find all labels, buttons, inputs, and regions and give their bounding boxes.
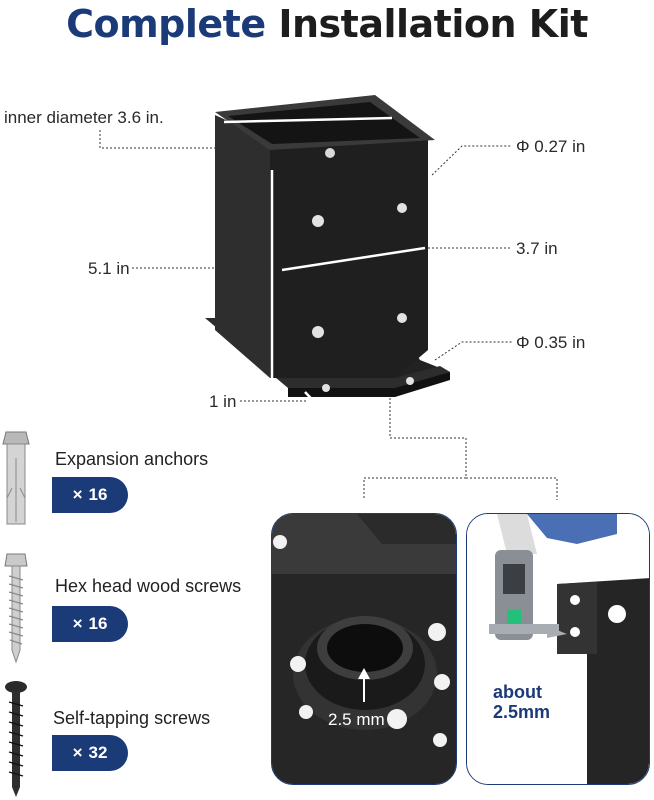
quantity-symbol: ×: [72, 614, 83, 633]
kit-item-label: Expansion anchors: [55, 449, 209, 469]
post-base-bracket-image: [99, 95, 558, 500]
hole-closeup-panel: 2.5 mm: [271, 513, 457, 785]
title-rest: Installation Kit: [278, 2, 588, 46]
height-label: 5.1 in: [88, 259, 130, 278]
self-tapping-screw-icon: [5, 681, 27, 797]
quantity-value: 16: [88, 614, 108, 633]
expansion-anchor-icon: [2, 431, 30, 525]
quantity-badge: × 16: [52, 606, 128, 642]
page-title: Complete Installation Kit: [0, 2, 654, 46]
kit-item-label: Self-tapping screws: [53, 708, 211, 728]
hole-small-label: Φ 0.27 in: [516, 137, 586, 156]
quantity-symbol: ×: [72, 743, 83, 762]
closeup-caption: 2.5 mm: [328, 710, 385, 729]
base-height-label: 1 in: [209, 392, 237, 411]
caliper-measurement-image: [467, 514, 649, 784]
quantity-value: 16: [88, 485, 108, 504]
inner-diameter-label: inner diameter 3.6 in.: [4, 108, 164, 127]
quantity-symbol: ×: [72, 485, 83, 504]
kit-item-label: Hex head wood screws: [55, 576, 242, 596]
hole-large-label: Φ 0.35 in: [516, 333, 586, 352]
caliper-caption: about 2.5mm: [493, 682, 551, 722]
hole-closeup-image: [272, 514, 456, 784]
hex-wood-screw-icon: [4, 553, 28, 664]
quantity-badge: × 16: [52, 477, 128, 513]
caliper-measurement-panel: about 2.5mm: [466, 513, 650, 785]
width-label: 3.7 in: [516, 239, 558, 258]
title-highlight: Complete: [66, 2, 266, 46]
quantity-badge: × 32: [52, 735, 128, 771]
quantity-value: 32: [88, 743, 108, 762]
